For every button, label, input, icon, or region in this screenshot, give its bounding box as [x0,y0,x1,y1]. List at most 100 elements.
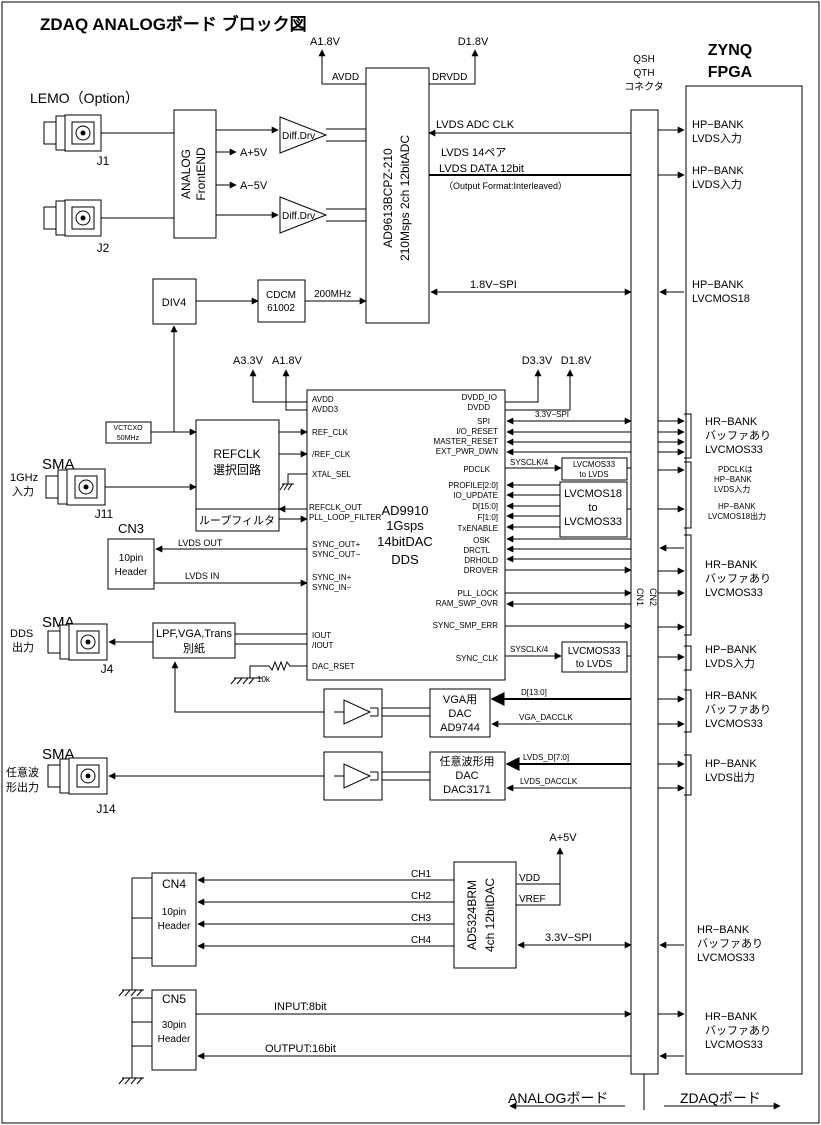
diff-driver-1 [279,116,328,154]
bank-note-11: HR−BANK バッファあり LVCMOS33 [705,1011,771,1051]
adc-label-2: 210Msps 2ch 12bitADC [398,135,412,261]
conv3-block [561,641,628,673]
power-d18b: D1.8V [561,355,592,367]
svg-text:LVCMOS33: LVCMOS33 [697,952,755,964]
conv3-label-1: LVCMOS33 [568,646,621,657]
sma1-in-1: 1GHz [10,472,38,484]
cn4-title: CN4 [162,877,186,891]
adc-spi-label: 1.8V−SPI [470,279,517,291]
cn3-title: CN3 [118,521,144,536]
refclk-label-2: 選択回路 [213,462,261,477]
awg-dac-label-3: DAC3171 [443,784,491,796]
rail-pos: A+5V [240,147,268,159]
dds-right-pins: DVDD_IO DVDD SPI I/O_RESET MASTER_RESET … [433,393,499,663]
loop-filter-label: ループフィルタ [199,514,275,527]
svg-text:バッファあり: バッファあり [705,572,771,585]
connector-column [630,109,659,1075]
svg-text:LVCMOS18出力: LVCMOS18出力 [708,511,766,521]
conv1-label-1: LVCMOS33 [573,460,616,469]
diff-driver-2 [279,196,328,234]
bank-note-2: HP−BANK LVDS入力 [692,165,744,191]
svg-text:LVCMOS33: LVCMOS33 [705,587,763,599]
j2-label: J2 [97,241,110,255]
conv2-label-2: to [588,502,597,514]
dds-pin: F[1:0] [478,513,498,522]
bank-note-8: HR−BANK バッファあり LVCMOS33 [705,690,771,730]
dds-label-3: 14bitDAC [377,534,433,549]
dds-label-1: AD9910 [382,503,429,518]
connector-label-1: QSH [633,54,655,65]
svg-text:HP−BANK: HP−BANK [692,279,744,291]
dds-pin: D[15:0] [472,502,498,511]
dds-pin: AVDD3 [312,405,339,414]
bank-note-3: HP−BANK LVCMOS18 [692,279,750,305]
frontend-label-2: FrontEND [194,147,208,201]
j1-connector [43,114,102,152]
bank-note-5: PDCLKは HP−BANK LVDS入力 HP−BANK LVCMOS18出力 [708,465,766,521]
dds-pin: SYNC_CLK [456,654,499,663]
dds-pin: SYNC_IN− [312,583,352,592]
div4-block [152,278,197,325]
svg-text:HR−BANK: HR−BANK [705,1011,758,1023]
footer-analog-label: ANALOGボード [508,1090,608,1106]
adc-clk-label: LVDS ADC CLK [436,119,515,131]
dds-pin: IO_UPDATE [453,491,498,500]
ad5324-vdd: VDD [519,873,540,884]
cn3-label-2: Header [115,567,148,578]
awg-dac-block [429,751,506,801]
adc-block [365,67,430,324]
bank-note-1: HP−BANK LVDS入力 [692,119,744,145]
svg-text:HR−BANK: HR−BANK [705,416,758,428]
dds-pin: SYNC_OUT+ [312,540,361,549]
cn1-label: CN1 [635,588,645,606]
fpga-subtitle: FPGA [708,64,753,81]
j11-connector [45,468,106,506]
cn4-label-2: Header [158,921,191,932]
vga-buffer-block [323,688,383,738]
bank-note-10: HR−BANK バッファあり LVCMOS33 [697,924,763,964]
conv2-label-1: LVCMOS18 [564,488,622,500]
dds-label-4: DDS [391,552,419,567]
svg-text:バッファあり: バッファあり [705,703,771,716]
dds-left-pins: AVDD AVDD3 REF_CLK /REF_CLK XTAL_SEL REF… [309,395,382,671]
loop-filter-block [195,508,280,532]
dds-pin: REFCLK_OUT [309,503,362,512]
cn4-ch4: CH4 [411,935,431,946]
svg-text:LVDS入力: LVDS入力 [692,132,742,145]
dds-block [306,389,506,681]
sma3-out-2: 形出力 [6,780,39,794]
svg-text:LVDS入力: LVDS入力 [705,657,755,670]
ad5324-vref: VREF [519,894,546,905]
cn5-block [151,989,197,1071]
conv1-block [561,457,628,481]
svg-text:LVDS入力: LVDS入力 [714,484,750,494]
conv3-label-2: to LVDS [576,659,613,670]
vga-dac-block [429,688,491,738]
lpf-label-1: LPF,VGA,Trans [156,628,233,640]
dds-pin: OSK [473,536,491,545]
j14-label: J14 [96,802,116,816]
dds-pin: I/O_RESET [456,427,498,436]
dds-label-2: 1Gsps [386,518,424,533]
dds-pin: EXT_PWR_DWN [436,447,498,456]
cn3-label-1: 10pin [119,553,143,564]
power-a18b: A1.8V [272,355,303,367]
j2-connector [43,199,102,237]
adc-label-1: AD9613BCPZ-210 [381,148,395,248]
power-d33: D3.3V [522,355,553,367]
svg-text:LVCMOS33: LVCMOS33 [705,718,763,730]
j11-label: J11 [95,507,114,521]
fpga-block [685,85,803,1075]
j4-connector [47,623,108,661]
dds-pin: PLL_LOCK [458,589,499,598]
awg-clk-label: LVDS_DACCLK [520,777,578,786]
j1-label: J1 [97,154,110,168]
svg-text:HP−BANK: HP−BANK [714,475,752,484]
adc-avdd-label: AVDD [332,72,359,83]
ad5324-label-1: AD5324BRM [465,880,479,950]
svg-text:HP−BANK: HP−BANK [692,165,744,177]
cn4-label-1: 10pin [162,907,186,918]
cn3-out-label: LVDS OUT [178,538,223,548]
